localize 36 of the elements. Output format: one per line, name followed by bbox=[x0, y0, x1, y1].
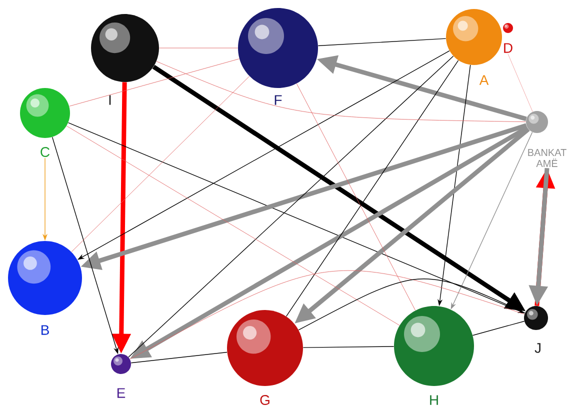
node-label: I bbox=[109, 95, 111, 105]
node-label: H bbox=[430, 395, 438, 405]
sphere-node: B bbox=[8, 241, 82, 335]
connector-line bbox=[130, 270, 525, 360]
node-label: D bbox=[504, 43, 512, 53]
sphere-node: J bbox=[524, 306, 548, 353]
node-label: J bbox=[534, 343, 540, 353]
sphere-node: A bbox=[446, 9, 502, 85]
node-label: B bbox=[41, 325, 49, 335]
sphere-node: BANKAT AMË bbox=[526, 111, 566, 167]
connector-line bbox=[66, 126, 400, 326]
sphere-node: D bbox=[503, 23, 513, 53]
connector-line bbox=[156, 61, 526, 122]
sphere-node: G bbox=[227, 310, 303, 405]
node-label: BANKAT AMË bbox=[528, 149, 566, 167]
connector-line bbox=[318, 38, 446, 46]
connector-line bbox=[298, 278, 526, 330]
sphere-node: I bbox=[91, 14, 159, 105]
node-label: G bbox=[260, 395, 270, 405]
connector-line bbox=[472, 320, 525, 336]
node-label: F bbox=[274, 95, 282, 105]
sphere-node: C bbox=[20, 88, 70, 157]
connector-line bbox=[128, 56, 454, 358]
connector-line bbox=[508, 54, 533, 112]
node-label: C bbox=[40, 147, 50, 157]
connector-line bbox=[130, 352, 228, 364]
sphere-node: F bbox=[238, 8, 318, 105]
node-label: E bbox=[117, 388, 126, 398]
connector-line bbox=[296, 83, 416, 311]
sphere-node: E bbox=[111, 354, 131, 398]
connector-line bbox=[71, 76, 250, 252]
connector-line bbox=[302, 346, 394, 348]
node-label: A bbox=[479, 75, 489, 85]
connector-line bbox=[286, 60, 459, 317]
sphere-node: H bbox=[394, 306, 474, 405]
connector-line bbox=[69, 58, 240, 106]
